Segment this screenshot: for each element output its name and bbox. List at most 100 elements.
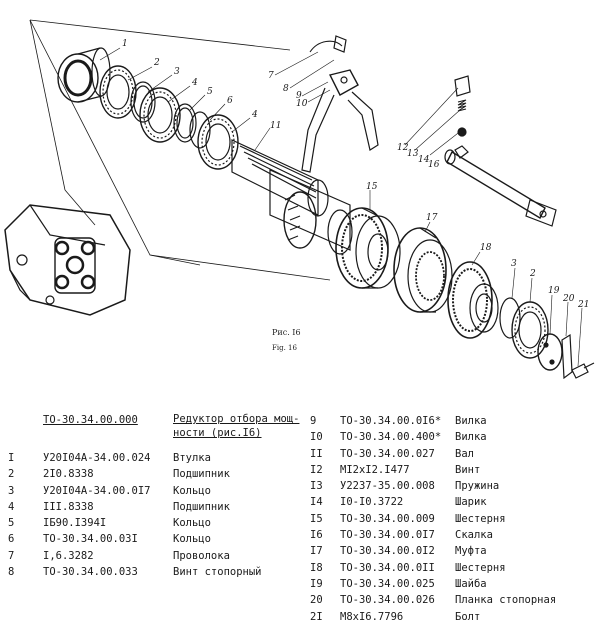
callout-label: 11 xyxy=(270,121,281,131)
part-code: ТО-30.34.00.0I6* xyxy=(340,415,442,427)
callout-label: 20 xyxy=(562,294,575,304)
callout-label: 1 xyxy=(122,39,128,49)
part-code: У2237-35.00.008 xyxy=(340,480,435,493)
callout-label: 3 xyxy=(511,259,517,269)
lock-plate-part xyxy=(561,333,573,380)
row-number: 7 xyxy=(8,549,15,562)
part-code: М8хI6.7796 xyxy=(340,610,404,623)
callout-label: 6 xyxy=(227,96,233,106)
callout-label: 14 xyxy=(418,155,430,165)
table-row: 5 IБ90.I394I Кольцо xyxy=(8,515,298,531)
row-number: I5 xyxy=(310,512,323,525)
shift-rod xyxy=(444,145,557,227)
callout-label: 5 xyxy=(207,87,213,97)
part-code: IБ90.I394I xyxy=(43,517,107,530)
callout-label: 3 xyxy=(174,67,180,77)
part-code: МI2хI2.I477 xyxy=(340,463,410,476)
part-name: Болт xyxy=(455,610,481,623)
callout-labels: 1 2 3 4 5 6 4 7 8 9 10 11 12 13 14 16 15… xyxy=(122,39,589,310)
reference-lines xyxy=(29,19,331,281)
part-code: ТО-30.34.00.033 xyxy=(43,566,138,579)
bolt-part xyxy=(571,362,595,379)
row-number: I2 xyxy=(310,463,323,476)
figure-caption-ru: Рис. I6 xyxy=(272,328,301,337)
detent-spring xyxy=(457,99,467,112)
splined-shaft xyxy=(231,139,353,255)
table-row: I7 ТО-30.34.00.0I2 Муфта xyxy=(310,543,598,559)
part-code: У20I04А-34.00.0I7 xyxy=(43,484,151,497)
assembly-name-line: Редуктор отбора мощ- xyxy=(173,413,300,425)
table-row: 9 ТО-30.34.00.0I6* Вилка xyxy=(310,413,598,429)
assembly-name: Редуктор отбора мощ- ности (рис.I6) xyxy=(173,412,299,440)
shift-fork xyxy=(301,69,379,173)
bearing-part xyxy=(139,87,181,143)
parts-table-left: ТО-30.34.00.000 Редуктор отбора мощ- нос… xyxy=(8,412,299,580)
coupling-part xyxy=(393,227,453,313)
part-code: 2I0.8338 xyxy=(43,468,94,481)
row-number: 6 xyxy=(8,533,15,546)
row-number: 3 xyxy=(8,484,15,497)
gear-part xyxy=(335,207,401,289)
row-number: I7 xyxy=(310,545,323,558)
table-row: I4 I0-I0.3722 Шарик xyxy=(310,494,598,510)
part-name: Шестерня xyxy=(455,512,506,525)
part-name: Вилка xyxy=(455,415,487,427)
part-name: Винт xyxy=(455,463,481,476)
table-row: 6 ТО-30.34.00.03I Кольцо xyxy=(8,531,298,547)
detent-ball xyxy=(457,127,467,137)
row-number: 9 xyxy=(310,415,317,427)
part-name: Проволока xyxy=(173,549,230,562)
part-name: Скалка xyxy=(455,529,493,542)
callout-label: 16 xyxy=(428,160,440,170)
row-number: 20 xyxy=(310,594,323,607)
gear-part xyxy=(447,261,499,339)
part-code: I0-I0.3722 xyxy=(340,496,404,509)
table-row: I5 ТО-30.34.00.009 Шестерня xyxy=(310,511,598,527)
callout-label: 2 xyxy=(529,269,536,279)
part-name: Кольцо xyxy=(173,533,211,546)
assembly-code: ТО-30.34.00.000 xyxy=(43,414,138,426)
part-code: ТО-30.34.00.400* xyxy=(340,431,442,444)
row-number: I8 xyxy=(310,561,323,574)
table-row: 20 ТО-30.34.00.026 Планка стопорная xyxy=(310,592,598,608)
row-number: I xyxy=(8,452,15,464)
callout-label: 19 xyxy=(548,286,560,296)
part-name: Шестерня xyxy=(455,561,506,574)
row-number: I0 xyxy=(310,431,323,444)
callout-label: 9 xyxy=(296,91,302,101)
table-row: 8 ТО-30.34.00.033 Винт стопорный xyxy=(8,564,298,580)
part-code: ТО-30.34.00.026 xyxy=(340,594,435,607)
table-row: I9 ТО-30.34.00.025 Шайба xyxy=(310,576,598,592)
table-row: 3 У20I04А-34.00.0I7 Кольцо xyxy=(8,483,298,499)
part-name: Винт стопорный xyxy=(173,566,262,579)
bushing-part xyxy=(57,47,111,103)
part-name: Вилка xyxy=(455,431,487,444)
table-row: 2 2I0.8338 Подшипник xyxy=(8,466,298,482)
row-number: II xyxy=(310,447,323,460)
callout-label: 13 xyxy=(407,149,419,159)
part-code: У20I04А-34.00.024 xyxy=(43,452,151,464)
part-code: ТО-30.34.00.027 xyxy=(340,447,435,460)
part-code: I,6.3282 xyxy=(43,549,94,562)
part-name: Кольцо xyxy=(173,517,211,530)
figure-caption-en: Fig. 16 xyxy=(272,344,297,352)
row-number: 4 xyxy=(8,500,15,513)
callout-label: 17 xyxy=(426,213,438,223)
reducer-housing xyxy=(4,204,131,316)
row-number: 8 xyxy=(8,566,15,579)
table-row: I У20I04А-34.00.024 Втулка xyxy=(8,450,298,466)
callout-label: 7 xyxy=(268,71,274,81)
locking-wire xyxy=(309,35,347,53)
part-name: Шарик xyxy=(455,496,487,509)
part-name: Пружина xyxy=(455,480,500,493)
callout-label: 15 xyxy=(366,182,378,192)
callout-label: 2 xyxy=(153,58,160,68)
part-name: Муфта xyxy=(455,545,487,558)
exploded-assembly-drawing: 1 2 3 4 5 6 4 7 8 9 10 11 12 13 14 16 15… xyxy=(4,19,595,380)
table-row: I8 ТО-30.34.00.0II Шестерня xyxy=(310,560,598,576)
table-row: 7 I,6.3282 Проволока xyxy=(8,548,298,564)
assembly-name-line: ности (рис.I6) xyxy=(173,427,262,439)
callout-label: 18 xyxy=(480,243,492,253)
row-number: 2I xyxy=(310,610,323,623)
callout-label: 8 xyxy=(283,84,289,94)
